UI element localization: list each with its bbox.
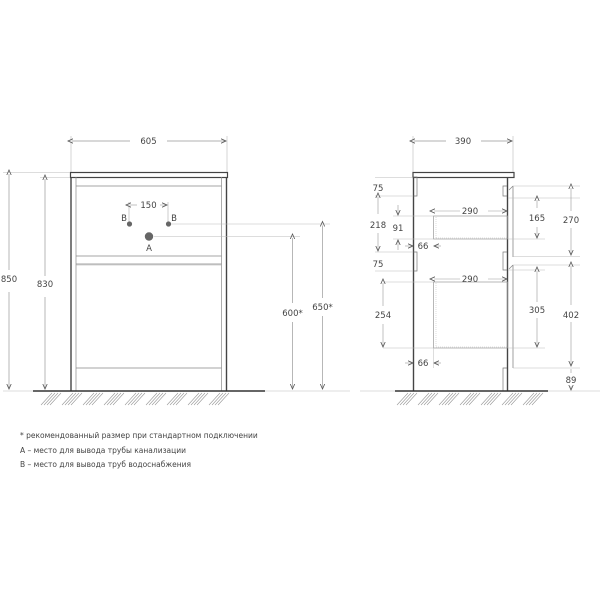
side-floor-hatch (396, 392, 544, 406)
note-drain-a: A – место для вывода трубы канализации (20, 445, 187, 455)
drain-height-dim: 600* (282, 309, 302, 319)
pipe-b-left-label: B (121, 214, 127, 224)
top-rail-dim: 75 (373, 184, 384, 194)
upper-drawer-depth-dim: 290 (462, 207, 478, 217)
upper-section-dim: 218 (370, 221, 386, 231)
pipe-a-icon (144, 232, 154, 241)
pipe-a-label: A (146, 244, 152, 254)
note-recommended: * рекомендованный размер при стандартном… (20, 431, 258, 440)
front-view: 605 150 B B A 8 (1, 136, 350, 406)
upper-drawer-height-dim: 165 (529, 214, 545, 224)
front-floor-hatch (40, 392, 230, 406)
side-depth-dim: 390 (455, 137, 471, 147)
pipe-b-right-label: B (171, 214, 177, 224)
pipe-b-left-icon (126, 221, 133, 227)
side-view: 390 290 290 (360, 136, 600, 406)
lower-drawer-inset-dim: 66 (418, 359, 429, 369)
pipe-spacing-dim: 150 (140, 201, 156, 211)
total-height-dim: 850 (1, 275, 17, 285)
middle-rail-dim: 75 (373, 260, 384, 270)
lower-front-height-dim: 402 (563, 311, 579, 321)
plinth-dim: 89 (566, 376, 577, 386)
lower-drawer-depth-dim: 290 (462, 275, 478, 285)
water-height-dim: 650* (312, 303, 332, 313)
upper-drawer-inset-dim: 66 (418, 242, 429, 252)
body-height-dim: 830 (37, 280, 53, 290)
note-water-b: B – место для вывода труб водоснабжения (20, 460, 192, 469)
legend-notes: * рекомендованный размер при стандартном… (20, 429, 258, 473)
front-width-dim: 605 (140, 137, 156, 147)
pipe-b-right-icon (165, 221, 172, 227)
lower-drawer-height-dim: 305 (529, 306, 545, 316)
upper-drawer-offset-dim: 91 (393, 224, 404, 234)
upper-front-height-dim: 270 (563, 216, 579, 226)
lower-section-dim: 254 (375, 311, 391, 321)
